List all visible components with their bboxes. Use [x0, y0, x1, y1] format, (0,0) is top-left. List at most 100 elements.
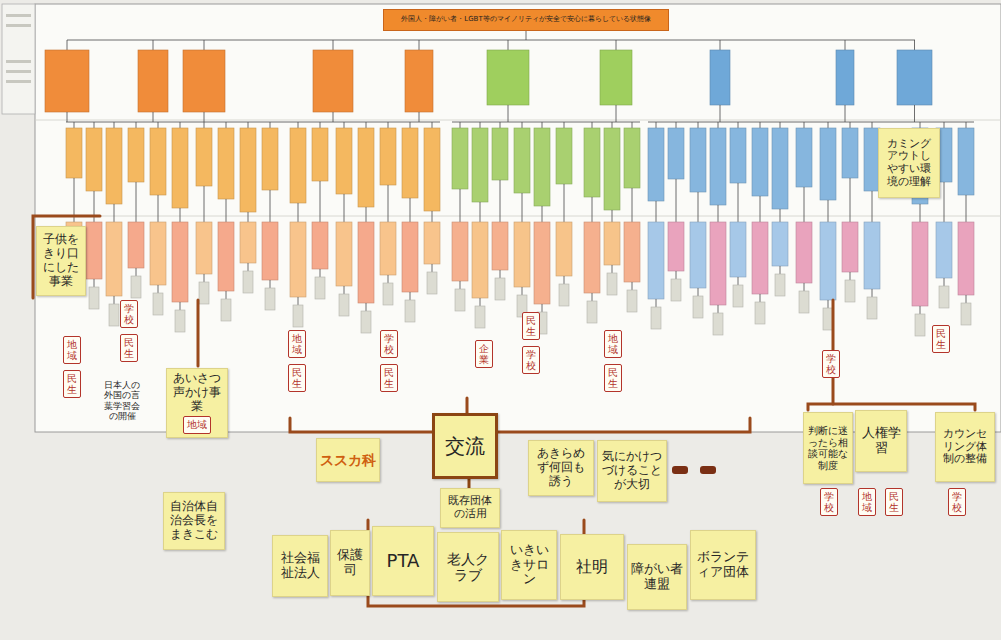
strategy-box — [472, 128, 488, 202]
node-text: 気にかけつづけることが大切 — [601, 450, 663, 491]
tree-line — [656, 122, 657, 128]
sticky-note: 気にかけつづけることが大切 — [597, 440, 667, 502]
tree-line — [460, 281, 461, 289]
node-text: ボランティア団体 — [694, 550, 752, 580]
node-text: あきらめず何回も誘う — [532, 447, 590, 488]
action-box — [196, 222, 212, 274]
tree-line — [158, 285, 159, 293]
tree-line — [944, 182, 945, 222]
node-text: PTA — [387, 551, 420, 572]
strategy-box — [796, 128, 812, 187]
tree-line — [480, 298, 481, 306]
sticky-note: カミングアウトしやすい環境の理解 — [878, 128, 940, 198]
tree-line — [828, 300, 829, 308]
node-text: ススカ科 — [320, 452, 376, 468]
actor-tag — [199, 282, 209, 304]
actor-tag — [799, 291, 809, 313]
tree-line — [648, 122, 974, 123]
tree-line — [612, 210, 613, 222]
tree-line — [320, 122, 321, 128]
tree-line — [248, 212, 249, 222]
tree-line — [298, 122, 299, 128]
actor-tag: 地域 — [183, 416, 211, 434]
node-text: あいさつ声かけ事業 — [170, 372, 224, 413]
tree-line — [432, 264, 433, 272]
action-box — [240, 222, 256, 263]
node-text: 障がい者連盟 — [631, 562, 683, 592]
tree-line — [828, 122, 829, 128]
tree-line — [366, 207, 367, 222]
tree-line — [320, 269, 321, 277]
tree-line — [333, 112, 334, 122]
boxed-note: 交流 — [432, 413, 498, 479]
strategy-box — [336, 128, 352, 194]
tree-line — [676, 122, 677, 128]
actor-stamp: 民生 — [522, 312, 540, 340]
tree-line — [760, 196, 761, 222]
connector-line — [468, 479, 471, 488]
actor-tag — [475, 306, 485, 328]
tree-line — [67, 40, 68, 50]
actor-stamp: 企業 — [475, 340, 493, 368]
actor-tag — [131, 276, 141, 298]
actor-tag — [427, 272, 437, 294]
action-box — [218, 222, 234, 291]
node-text: カウンセリング体制の整備 — [939, 428, 991, 466]
action-box — [472, 222, 488, 298]
tree-line — [270, 280, 271, 288]
node-text: 民生 — [889, 491, 899, 513]
node-text: 学校 — [824, 491, 834, 513]
node-text: 民生 — [67, 373, 77, 395]
outcome-box — [710, 50, 730, 105]
tree-line — [500, 122, 501, 128]
tree-line — [632, 122, 633, 128]
tree-line — [114, 204, 115, 222]
action-box — [336, 222, 352, 286]
actor-tag — [175, 310, 185, 332]
actor-tag — [651, 307, 661, 329]
action-box — [514, 222, 530, 287]
actor-tag — [265, 288, 275, 310]
actor-stamp: 地域 — [604, 330, 622, 358]
tree-line — [698, 122, 699, 128]
tree-line — [760, 294, 761, 302]
tree-line — [158, 195, 159, 222]
node-text: 地域 — [292, 333, 302, 355]
tree-line — [320, 181, 321, 222]
tree-line — [226, 122, 227, 128]
action-box — [128, 222, 144, 268]
actor-stamp: 学校 — [820, 488, 838, 516]
tree-line — [872, 122, 873, 128]
outcome-box — [897, 50, 932, 105]
tree-line — [760, 122, 761, 128]
strategy-box — [556, 128, 572, 184]
strategy-box — [584, 128, 600, 197]
tree-line — [248, 263, 249, 271]
tree-line — [592, 293, 593, 301]
action-box — [312, 222, 328, 269]
action-box — [668, 222, 684, 271]
tree-line — [738, 122, 739, 128]
action-box — [358, 222, 374, 303]
header-mark — [6, 60, 31, 63]
tree-line — [522, 287, 523, 295]
action-box — [730, 222, 746, 277]
action-box — [752, 222, 768, 294]
marker-line — [368, 520, 584, 606]
tree-line — [850, 122, 851, 128]
action-box — [690, 222, 706, 288]
header-mark — [6, 80, 31, 83]
sticky-note: あきらめず何回も誘う — [528, 440, 594, 496]
action-box — [86, 222, 102, 279]
strategy-box — [218, 128, 234, 199]
grid-line — [35, 120, 1001, 121]
actor-tag — [559, 284, 569, 306]
node-text: 社会福祉法人 — [276, 551, 324, 581]
node-text: いきいきサロン — [505, 543, 553, 588]
sticky-note: カウンセリング体制の整備 — [935, 412, 995, 482]
actor-tag — [383, 283, 393, 305]
tree-line — [542, 304, 543, 312]
sticky-note: ススカ科 — [316, 438, 380, 482]
actor-tag — [939, 286, 949, 308]
